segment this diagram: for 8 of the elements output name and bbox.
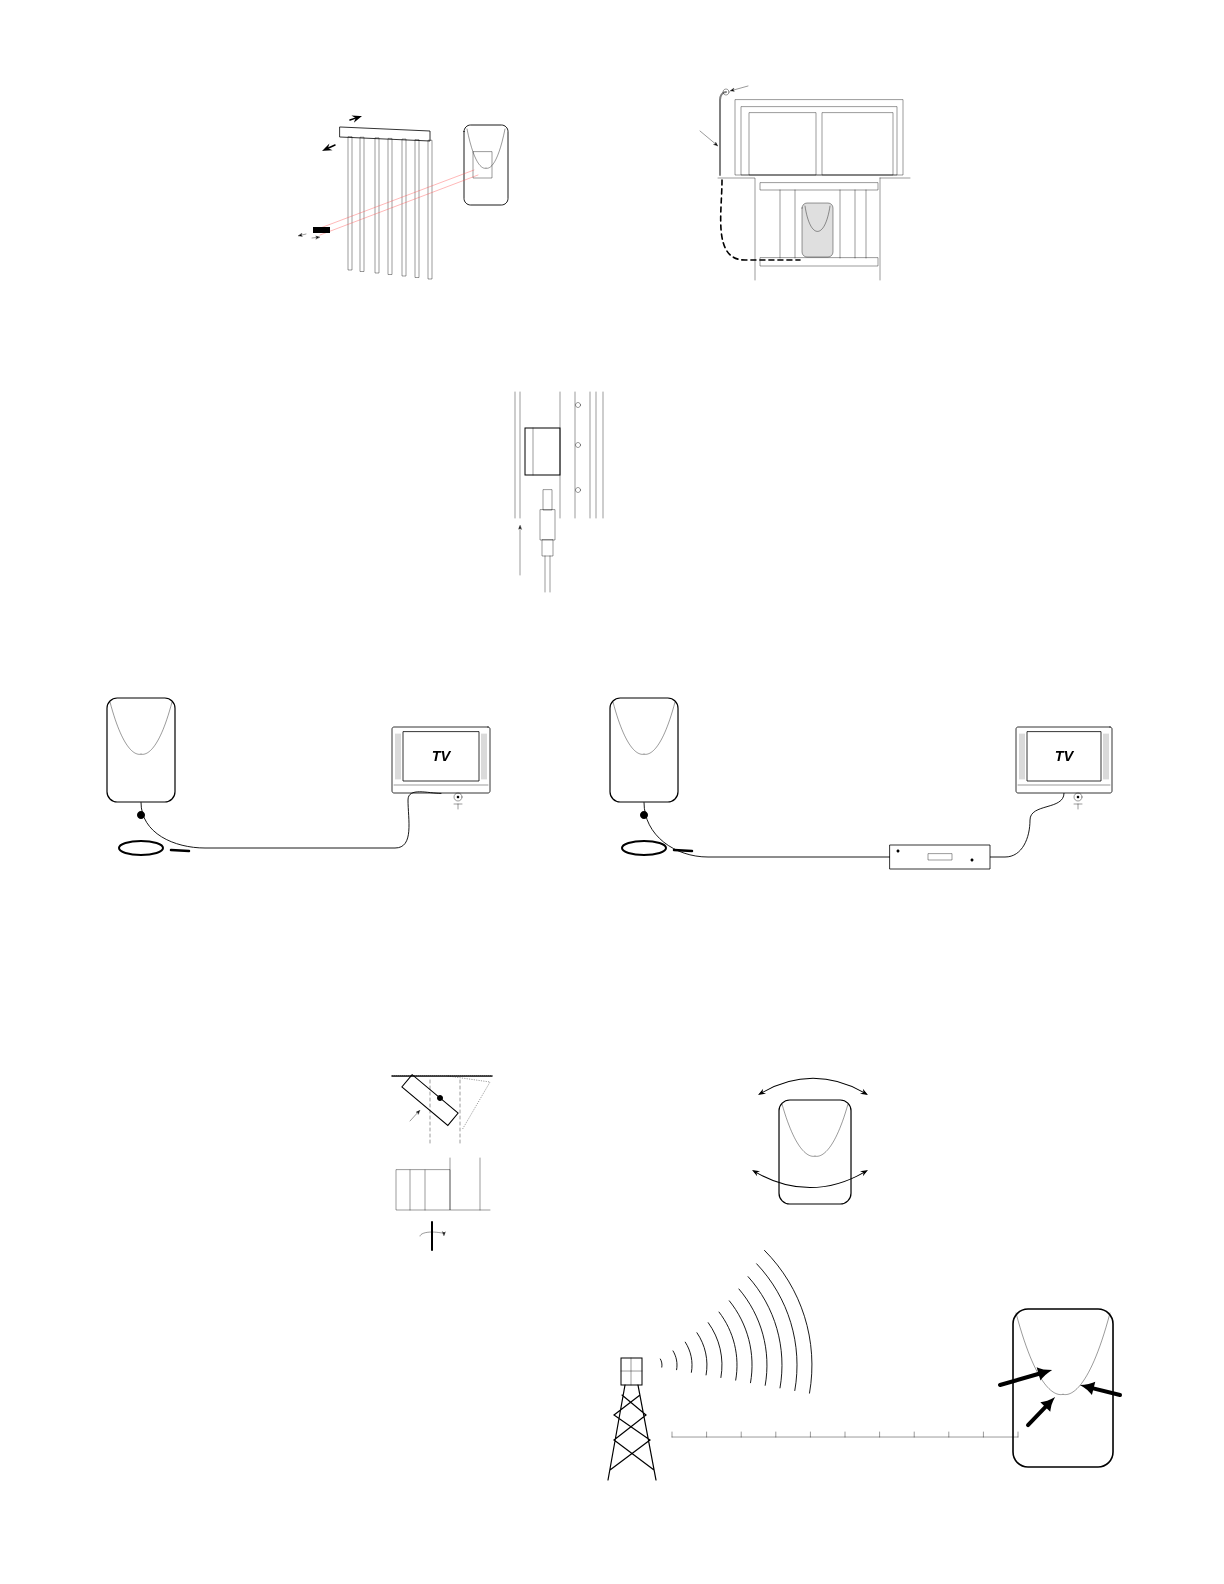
cable — [140, 791, 442, 849]
tv-drawing: TV — [391, 726, 491, 794]
antenna-drawing — [609, 697, 679, 803]
receiver-drawing — [889, 844, 991, 870]
cable — [643, 802, 891, 858]
tv-drawing: TV — [1015, 726, 1113, 794]
antenna-drawing — [106, 697, 176, 803]
cable — [989, 792, 1065, 858]
